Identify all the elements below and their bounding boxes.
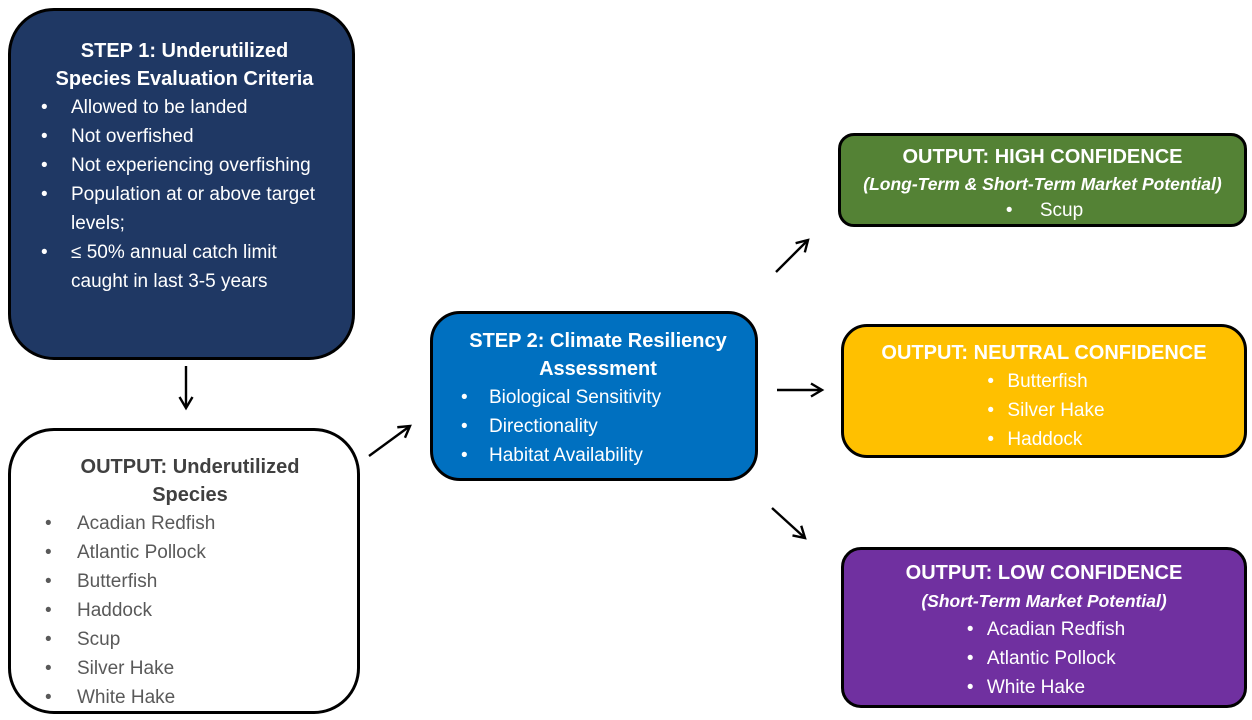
list-item: Allowed to be landed <box>33 93 336 122</box>
low-confidence-title: OUTPUT: LOW CONFIDENCE <box>905 562 1183 584</box>
list-item: Habitat Availability <box>453 441 743 470</box>
list-item: Scup <box>1002 197 1083 224</box>
list-item: Silver Hake <box>983 396 1104 425</box>
list-item: Atlantic Pollock <box>963 644 1125 673</box>
step1-criteria-box: STEP 1: Underutilized Species Evaluation… <box>8 8 355 360</box>
output-underutilized-species-box: OUTPUT: Underutilized Species Acadian Re… <box>8 428 360 714</box>
list-item: Butterfish <box>983 367 1104 396</box>
step2-title: STEP 2: Climate Resiliency Assessment <box>469 330 727 380</box>
arrow-output-to-step2 <box>368 424 412 457</box>
arrow-step2-to-low <box>771 507 807 540</box>
output-species-list: Acadian Redfish Atlantic Pollock Butterf… <box>37 509 343 712</box>
list-item: Acadian Redfish <box>963 615 1125 644</box>
list-item: White Hake <box>963 673 1125 702</box>
list-item: White Hake <box>37 683 343 712</box>
step2-assessment-box: STEP 2: Climate Resiliency Assessment Bi… <box>430 311 758 481</box>
output-low-confidence-box: OUTPUT: LOW CONFIDENCE (Short-Term Marke… <box>841 547 1247 708</box>
list-item: Haddock <box>983 425 1104 454</box>
high-confidence-list: Scup <box>1002 197 1083 224</box>
list-item: Biological Sensitivity <box>453 383 743 412</box>
output-neutral-confidence-box: OUTPUT: NEUTRAL CONFIDENCE Butterfish Si… <box>841 324 1247 458</box>
neutral-confidence-list: Butterfish Silver Hake Haddock <box>983 367 1104 454</box>
low-confidence-list: Acadian Redfish Atlantic Pollock White H… <box>963 615 1125 702</box>
arrow-step2-to-high <box>775 238 810 273</box>
list-item: ≤ 50% annual catch limit caught in last … <box>33 238 336 296</box>
list-item: Scup <box>37 625 343 654</box>
list-item: Silver Hake <box>37 654 343 683</box>
list-item: Not overfished <box>33 122 336 151</box>
list-item: Haddock <box>37 596 343 625</box>
output-high-confidence-box: OUTPUT: HIGH CONFIDENCE (Long-Term & Sho… <box>838 133 1247 227</box>
low-confidence-subtitle: (Short-Term Market Potential) <box>921 591 1167 611</box>
step1-title: STEP 1: Underutilized Species Evaluation… <box>55 40 314 90</box>
list-item: Acadian Redfish <box>37 509 343 538</box>
neutral-confidence-title: OUTPUT: NEUTRAL CONFIDENCE <box>881 342 1207 364</box>
high-confidence-title: OUTPUT: HIGH CONFIDENCE <box>902 146 1183 168</box>
step1-criteria-list: Allowed to be landed Not overfished Not … <box>33 93 336 296</box>
output-species-title: OUTPUT: Underutilized Species <box>80 456 300 506</box>
list-item: Atlantic Pollock <box>37 538 343 567</box>
list-item: Directionality <box>453 412 743 441</box>
list-item: Butterfish <box>37 567 343 596</box>
list-item: Not experiencing overfishing <box>33 151 336 180</box>
step2-criteria-list: Biological Sensitivity Directionality Ha… <box>453 383 743 470</box>
high-confidence-subtitle: (Long-Term & Short-Term Market Potential… <box>863 174 1222 194</box>
list-item: Population at or above target levels; <box>33 180 336 238</box>
